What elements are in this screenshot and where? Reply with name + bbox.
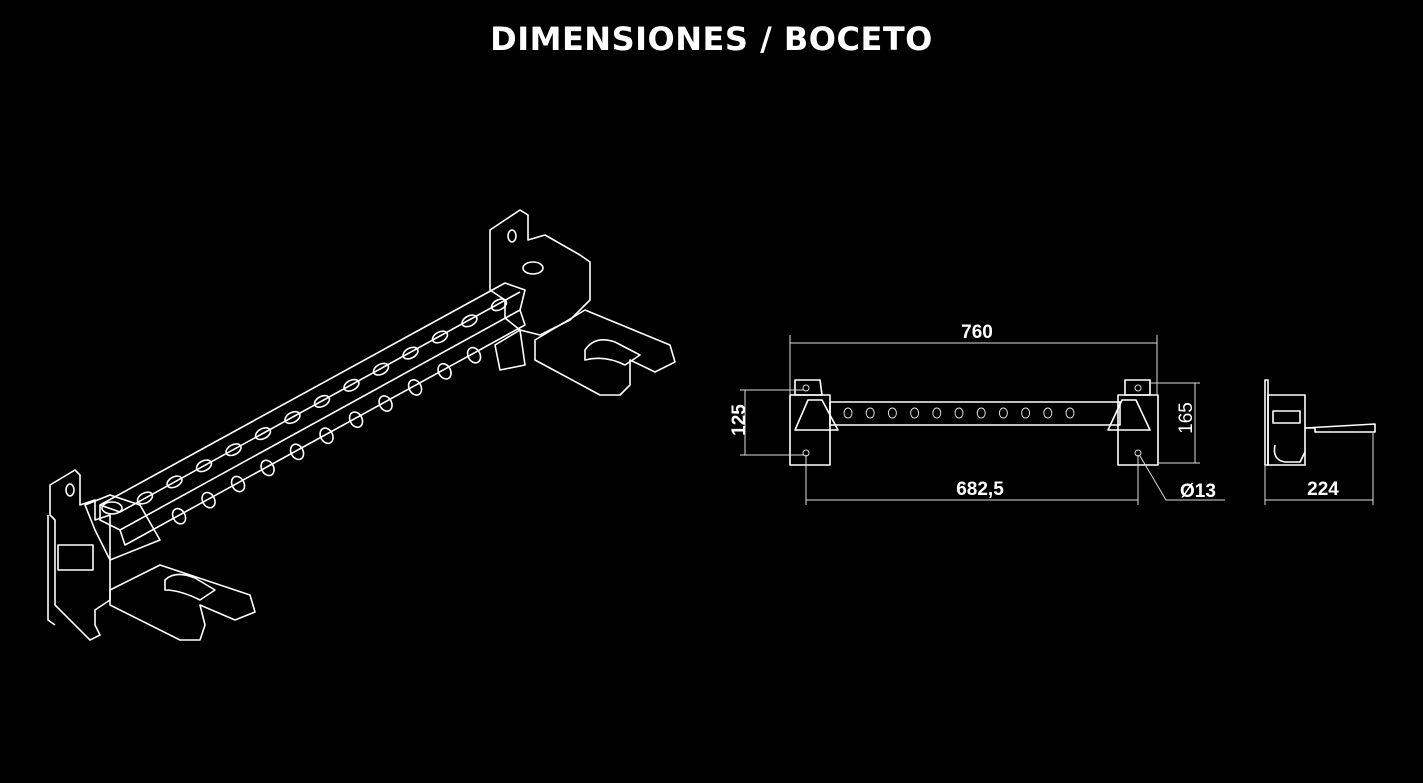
iso-bar-hole <box>319 427 334 445</box>
side-view: 224 <box>1264 379 1376 505</box>
iso-bar-hole <box>402 346 419 360</box>
iso-bar-hole <box>437 362 452 380</box>
iso-bar-hole <box>201 491 216 509</box>
iso-bar-hole <box>166 475 183 489</box>
iso-bar-hole <box>260 459 275 477</box>
dim-hole-diameter: Ø13 <box>1180 481 1216 502</box>
dim-depth: 224 <box>1307 479 1339 500</box>
bar-hole <box>910 407 920 419</box>
iso-bar-hole <box>378 395 393 412</box>
iso-bar-hole <box>254 427 272 441</box>
bar-hole <box>887 407 897 419</box>
isometric-view <box>47 209 676 641</box>
bar-hole <box>1043 407 1053 419</box>
iso-bar-hole <box>407 379 423 396</box>
iso-bar-hole <box>136 491 154 505</box>
iso-bar-hole <box>343 378 360 392</box>
iso-bar-hole <box>289 443 305 461</box>
bar-hole <box>1021 407 1031 419</box>
page-title: DIMENSIONES / BOCETO <box>490 20 933 58</box>
iso-bar-hole <box>461 314 478 328</box>
dim-vertical-hole-spacing: 125 <box>729 404 750 436</box>
bar-hole <box>843 407 853 419</box>
iso-bar-hole <box>171 507 187 525</box>
iso-bar-hole <box>466 346 482 364</box>
dim-overall-length: 760 <box>961 322 993 343</box>
iso-bar-hole <box>284 410 301 425</box>
iso-bar-hole <box>490 298 508 312</box>
iso-bar-hole <box>230 475 246 493</box>
iso-bar-hole <box>372 362 390 376</box>
bar-hole <box>932 407 942 419</box>
iso-bar-hole <box>348 411 364 429</box>
dim-hole-spacing: 682,5 <box>956 479 1004 500</box>
front-view: 760 125 165 682,5 Ø13 <box>729 322 1225 505</box>
iso-bar-hole <box>195 459 213 473</box>
bar-hole <box>998 407 1008 419</box>
bar-hole <box>954 407 964 419</box>
bar-hole <box>865 407 875 419</box>
iso-bar-hole <box>313 394 331 408</box>
iso-bar-hole <box>431 330 449 344</box>
bar-hole <box>976 407 986 419</box>
bar-hole <box>1065 407 1075 419</box>
iso-bar-hole <box>225 443 242 457</box>
dim-height: 165 <box>1176 402 1197 434</box>
